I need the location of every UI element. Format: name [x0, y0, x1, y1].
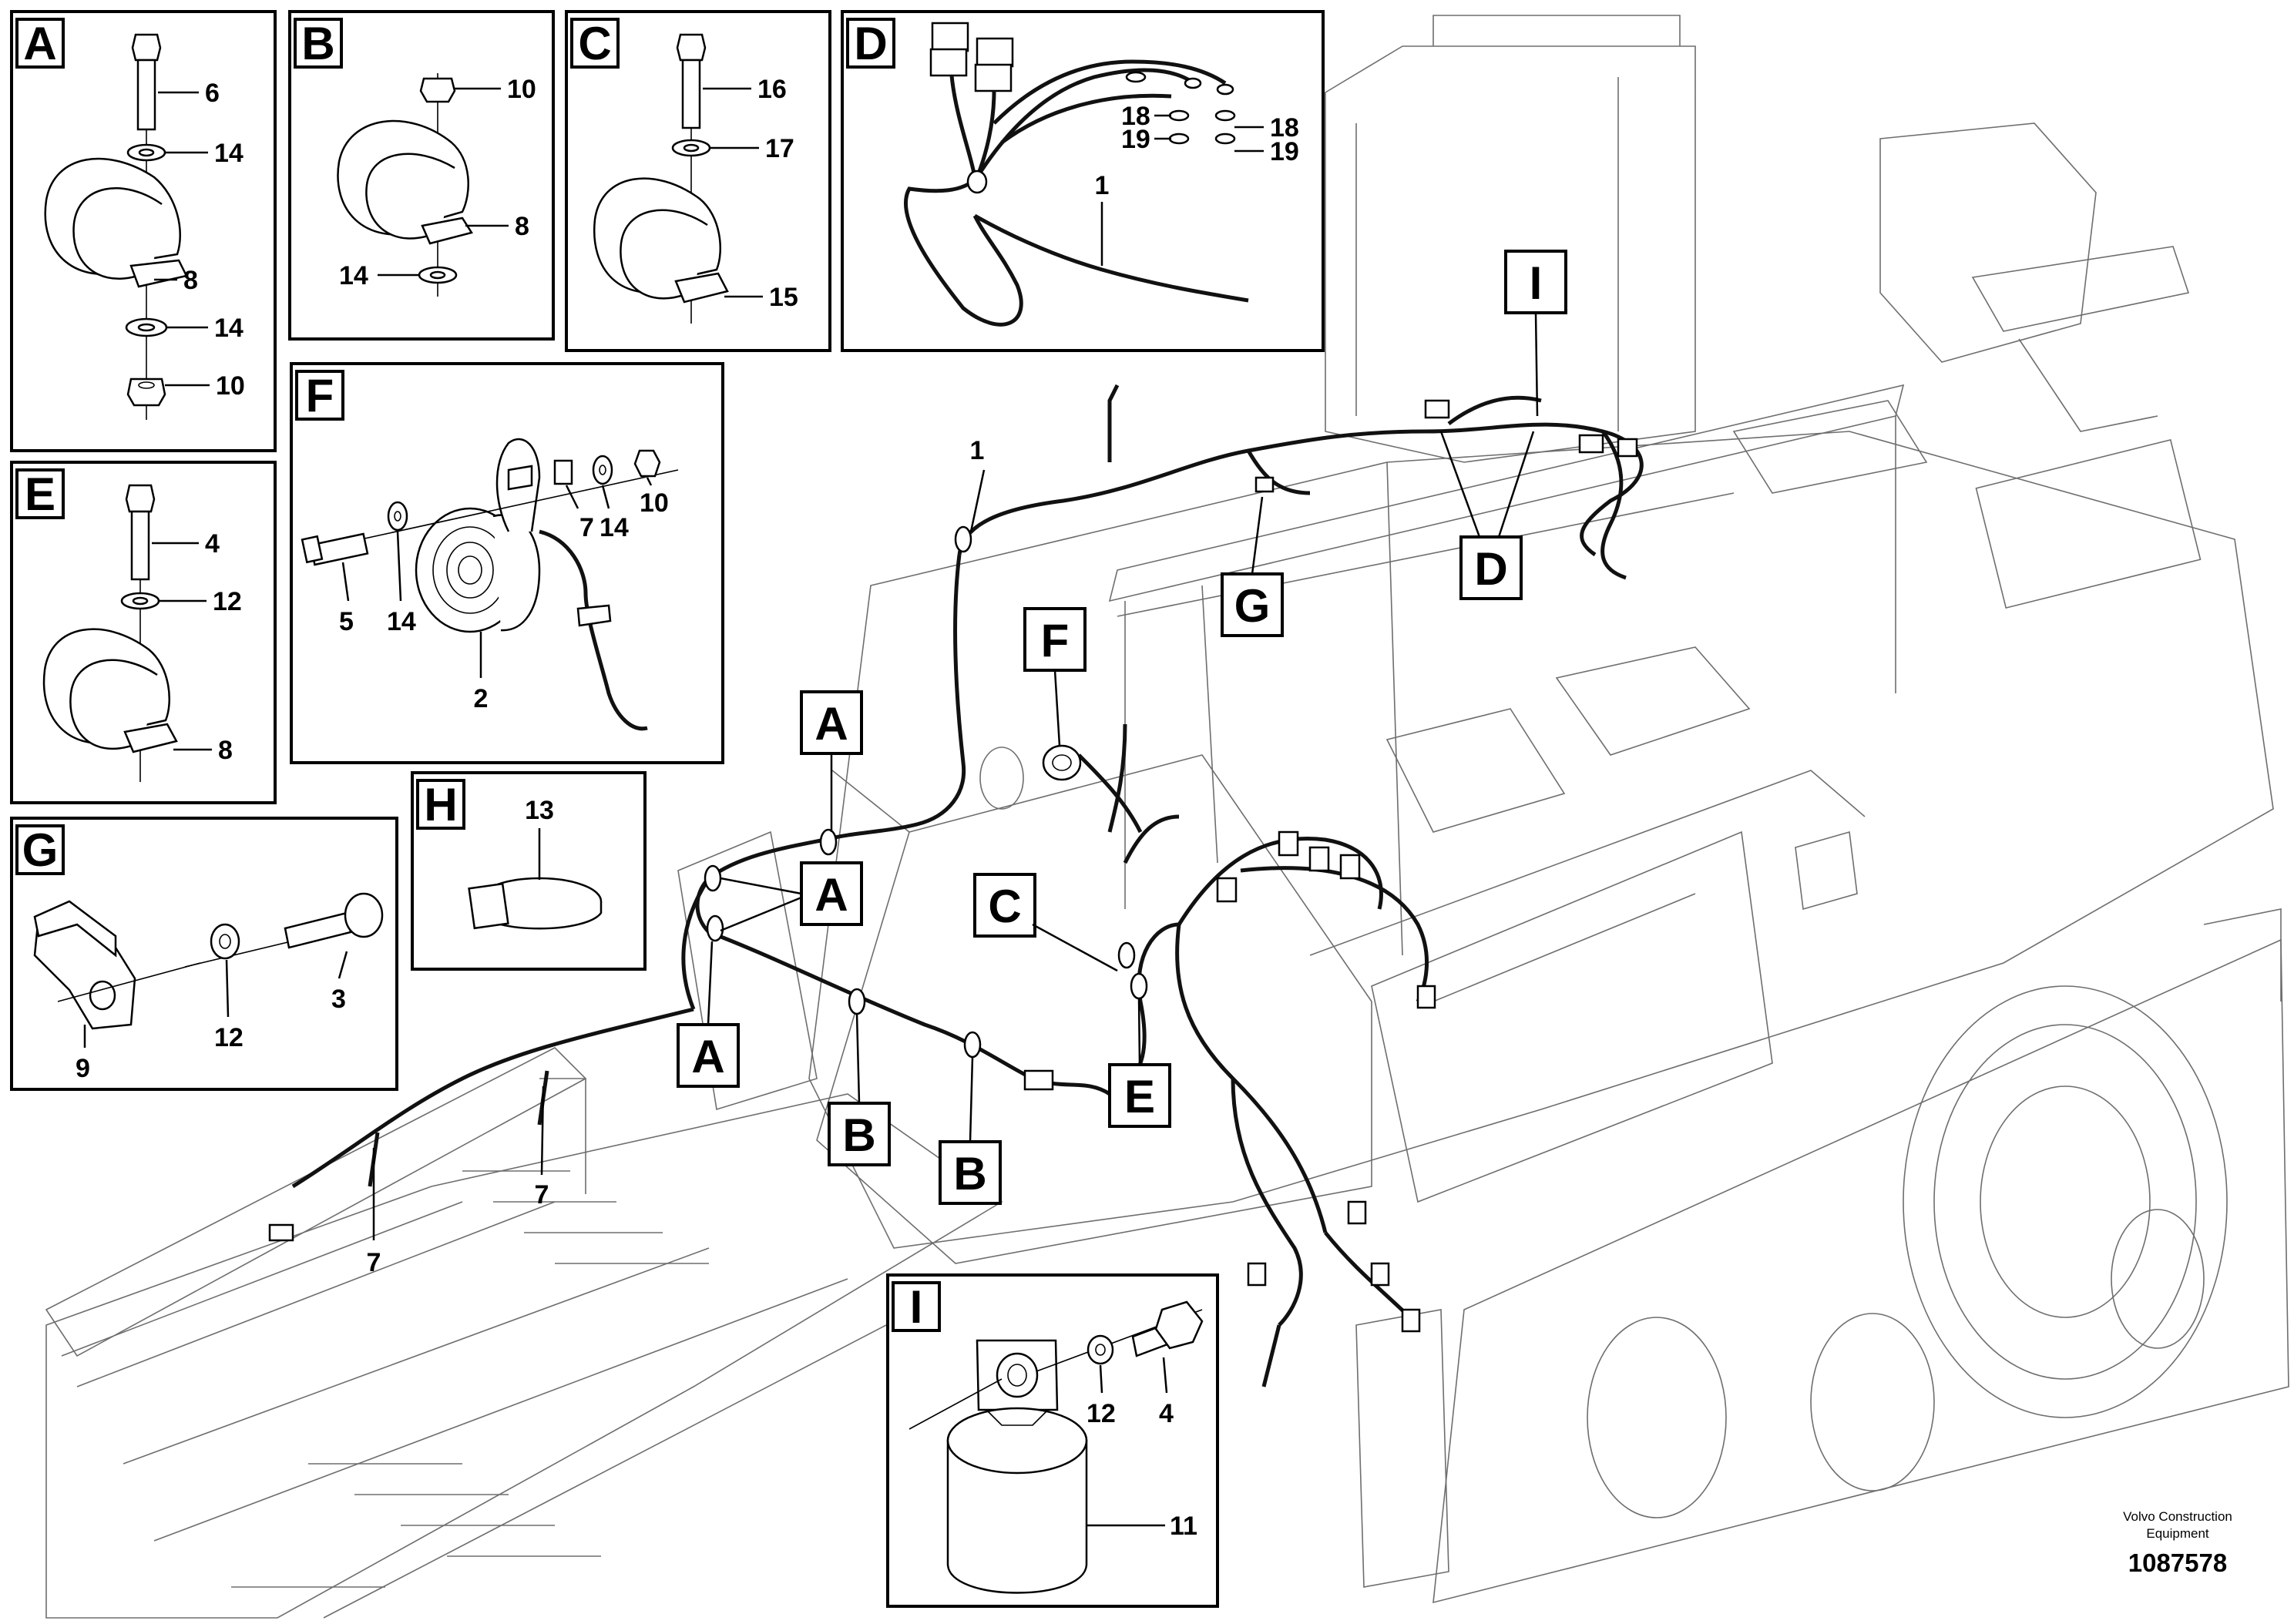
- detail-B-label-14: 14: [339, 261, 368, 290]
- detail-A-letter: A: [23, 18, 56, 69]
- detail-F-label-5: 5: [339, 607, 354, 636]
- detail-G-label-9: 9: [76, 1054, 90, 1083]
- callout-G: G: [1234, 580, 1271, 632]
- main-label-7b: 7: [367, 1248, 381, 1277]
- detail-F-letter: F: [306, 370, 334, 421]
- detail-B-label-8: 8: [515, 212, 529, 241]
- callout-A-box-3: [677, 1023, 740, 1088]
- detail-F-label-14a: 14: [600, 513, 629, 542]
- footer: Volvo Construction Equipment 1087578: [2123, 1509, 2232, 1577]
- detail-C-letter: C: [578, 18, 611, 69]
- detail-H-label-13: 13: [525, 796, 554, 825]
- detail-C-label-16: 16: [757, 75, 787, 104]
- callout-F-box: [1023, 607, 1087, 672]
- detail-D-label-1: 1: [1095, 171, 1110, 200]
- detail-D-label-18a: 18: [1121, 102, 1150, 131]
- detail-A: A 6 14 8 14 10: [10, 10, 277, 452]
- main-label-7a: 7: [535, 1180, 549, 1210]
- document-number: 1087578: [2128, 1549, 2227, 1577]
- callout-E: E: [1124, 1071, 1155, 1122]
- detail-A-label-14b: 14: [214, 314, 244, 343]
- detail-E-label-12: 12: [213, 587, 242, 616]
- callout-B-1: B: [842, 1109, 875, 1161]
- callout-C-box: [973, 873, 1036, 938]
- detail-E-label-8: 8: [218, 736, 233, 765]
- callout-A-1: A: [814, 698, 848, 750]
- detail-B: B 10 8 14: [288, 10, 555, 341]
- detail-A-label-14a: 14: [214, 139, 244, 168]
- callout-I-box: [1504, 250, 1567, 314]
- detail-A-label-10: 10: [216, 371, 245, 401]
- callout-I: I: [1530, 257, 1543, 309]
- wiring-harness: [268, 384, 1644, 1387]
- detail-D-letter: D: [854, 18, 887, 69]
- detail-I-label-12: 12: [1087, 1399, 1116, 1428]
- detail-B-label-10: 10: [507, 75, 536, 104]
- detail-C-label-15: 15: [769, 283, 798, 312]
- detail-C: C 16 17 15: [565, 10, 831, 352]
- detail-D: D 18 19 18 19 1: [841, 10, 1325, 352]
- detail-I-letter: I: [910, 1281, 923, 1333]
- detail-D-label-19a: 19: [1121, 125, 1150, 154]
- callout-D: D: [1474, 543, 1507, 595]
- detail-A-label-6: 6: [205, 79, 220, 108]
- detail-F-label-10: 10: [640, 488, 669, 518]
- brand-line-2: Equipment: [2146, 1526, 2209, 1541]
- detail-A-label-8: 8: [183, 266, 198, 295]
- brand-line-1: Volvo Construction: [2123, 1509, 2232, 1524]
- detail-E: E 4 12 8: [10, 461, 277, 804]
- callout-D-box: [1459, 535, 1523, 600]
- callout-F: F: [1041, 615, 1070, 666]
- detail-B-letter: B: [301, 18, 334, 69]
- detail-G-label-3: 3: [331, 985, 346, 1014]
- detail-G-letter: G: [22, 824, 59, 876]
- detail-G: G 3 12 9: [10, 817, 398, 1091]
- detail-D-label-18b: 18: [1270, 113, 1299, 143]
- detail-G-label-12: 12: [214, 1023, 244, 1052]
- callout-C: C: [988, 881, 1021, 932]
- detail-D-label-19b: 19: [1270, 137, 1299, 166]
- callout-A-2: A: [814, 869, 848, 921]
- callout-B-box-2: [939, 1140, 1002, 1205]
- main-callouts: A A A B B C E F G D: [367, 250, 1567, 1277]
- main-label-1: 1: [970, 436, 985, 465]
- detail-I-label-4: 4: [1159, 1399, 1174, 1428]
- callout-A-3: A: [691, 1031, 724, 1082]
- detail-F: F 7 14 10 5 14 2: [290, 362, 724, 764]
- detail-I: I 12 4 11: [886, 1273, 1219, 1608]
- detail-F-label-14b: 14: [387, 607, 416, 636]
- detail-C-label-17: 17: [765, 134, 794, 163]
- detail-H: H 13: [411, 771, 647, 971]
- detail-H-letter: H: [424, 779, 457, 830]
- detail-E-label-4: 4: [205, 529, 220, 559]
- detail-I-label-11: 11: [1170, 1512, 1197, 1541]
- detail-E-letter: E: [25, 468, 55, 520]
- callout-E-box: [1108, 1063, 1171, 1128]
- callout-B-2: B: [953, 1148, 986, 1200]
- detail-F-label-7: 7: [579, 513, 594, 542]
- detail-F-label-2: 2: [474, 684, 489, 713]
